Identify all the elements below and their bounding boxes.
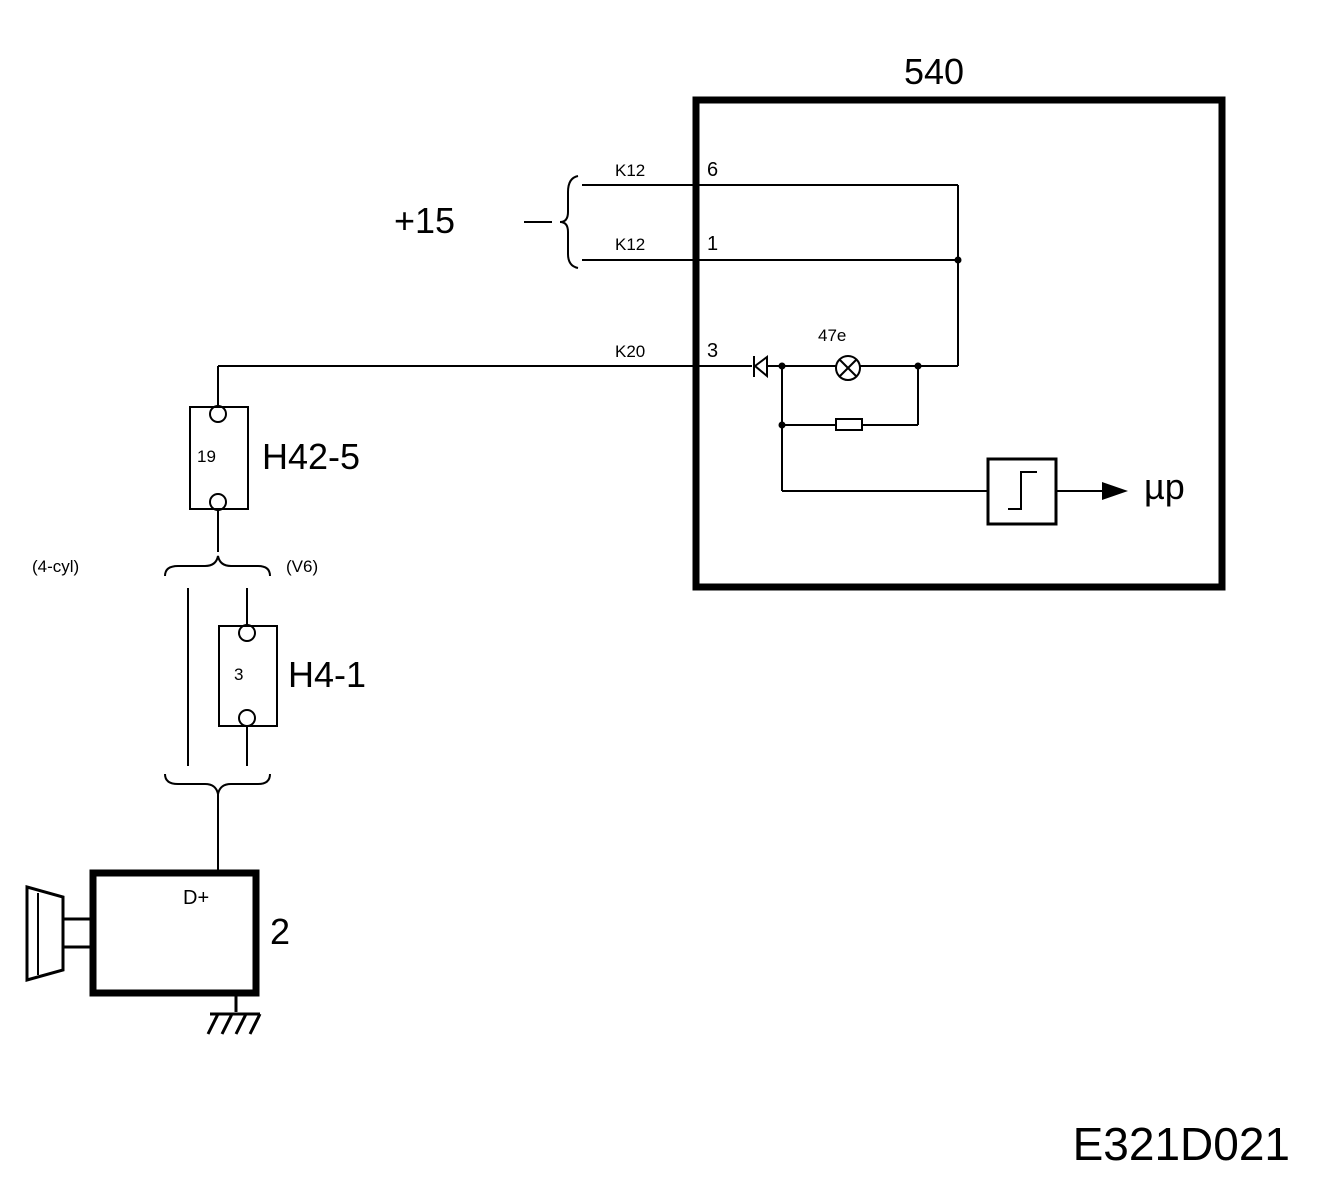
node-dot xyxy=(954,256,962,264)
wire-k12-label-a: K12 xyxy=(615,161,645,180)
lamp-label: 47e xyxy=(818,326,846,345)
ground-icon xyxy=(206,1013,220,1035)
alternator-shaft xyxy=(61,917,95,949)
resistor-icon xyxy=(835,418,863,431)
merge-brace xyxy=(164,773,271,795)
pin-3-label: 3 xyxy=(707,340,718,362)
diagram-reference: E321D021 xyxy=(1073,1118,1290,1170)
connector-h42-5-label: H42-5 xyxy=(262,436,360,477)
pin-6-label: 6 xyxy=(707,159,718,181)
supply-label: +15 xyxy=(394,200,455,241)
alternator-terminal: D+ xyxy=(183,887,209,909)
diode-triangle xyxy=(753,355,768,379)
ecu-label: 540 xyxy=(904,51,964,92)
warning-lamp-icon xyxy=(835,355,861,381)
output-arrow-icon xyxy=(1102,482,1128,500)
variant-left-label: (4-cyl) xyxy=(32,557,79,576)
alternator-box xyxy=(89,869,260,997)
connector-h4-1-label: H4-1 xyxy=(288,654,366,695)
variant-right-label: (V6) xyxy=(286,557,318,576)
connector-terminal xyxy=(209,405,227,423)
connector-terminal xyxy=(209,493,227,511)
connector-h4-1-pin: 3 xyxy=(234,665,243,684)
wire-k12-label-b: K12 xyxy=(615,235,645,254)
connector-terminal xyxy=(238,624,256,642)
wire-k20-label: K20 xyxy=(615,342,645,361)
pin-1-label: 1 xyxy=(707,233,718,255)
schmitt-trigger-icon xyxy=(1008,471,1037,510)
supply-brace xyxy=(559,175,579,269)
pulley-icon xyxy=(25,885,65,982)
lamp-cross xyxy=(838,358,858,378)
ground-icon xyxy=(234,1013,248,1035)
connector-terminal xyxy=(238,709,256,727)
alternator-label: 2 xyxy=(270,911,290,952)
ground-icon xyxy=(220,1013,234,1035)
connector-h42-5-pin: 19 xyxy=(197,447,216,466)
variant-brace xyxy=(164,555,271,577)
ground-icon xyxy=(248,1013,262,1035)
ecu-box xyxy=(692,96,1226,591)
output-label: µp xyxy=(1144,466,1185,507)
